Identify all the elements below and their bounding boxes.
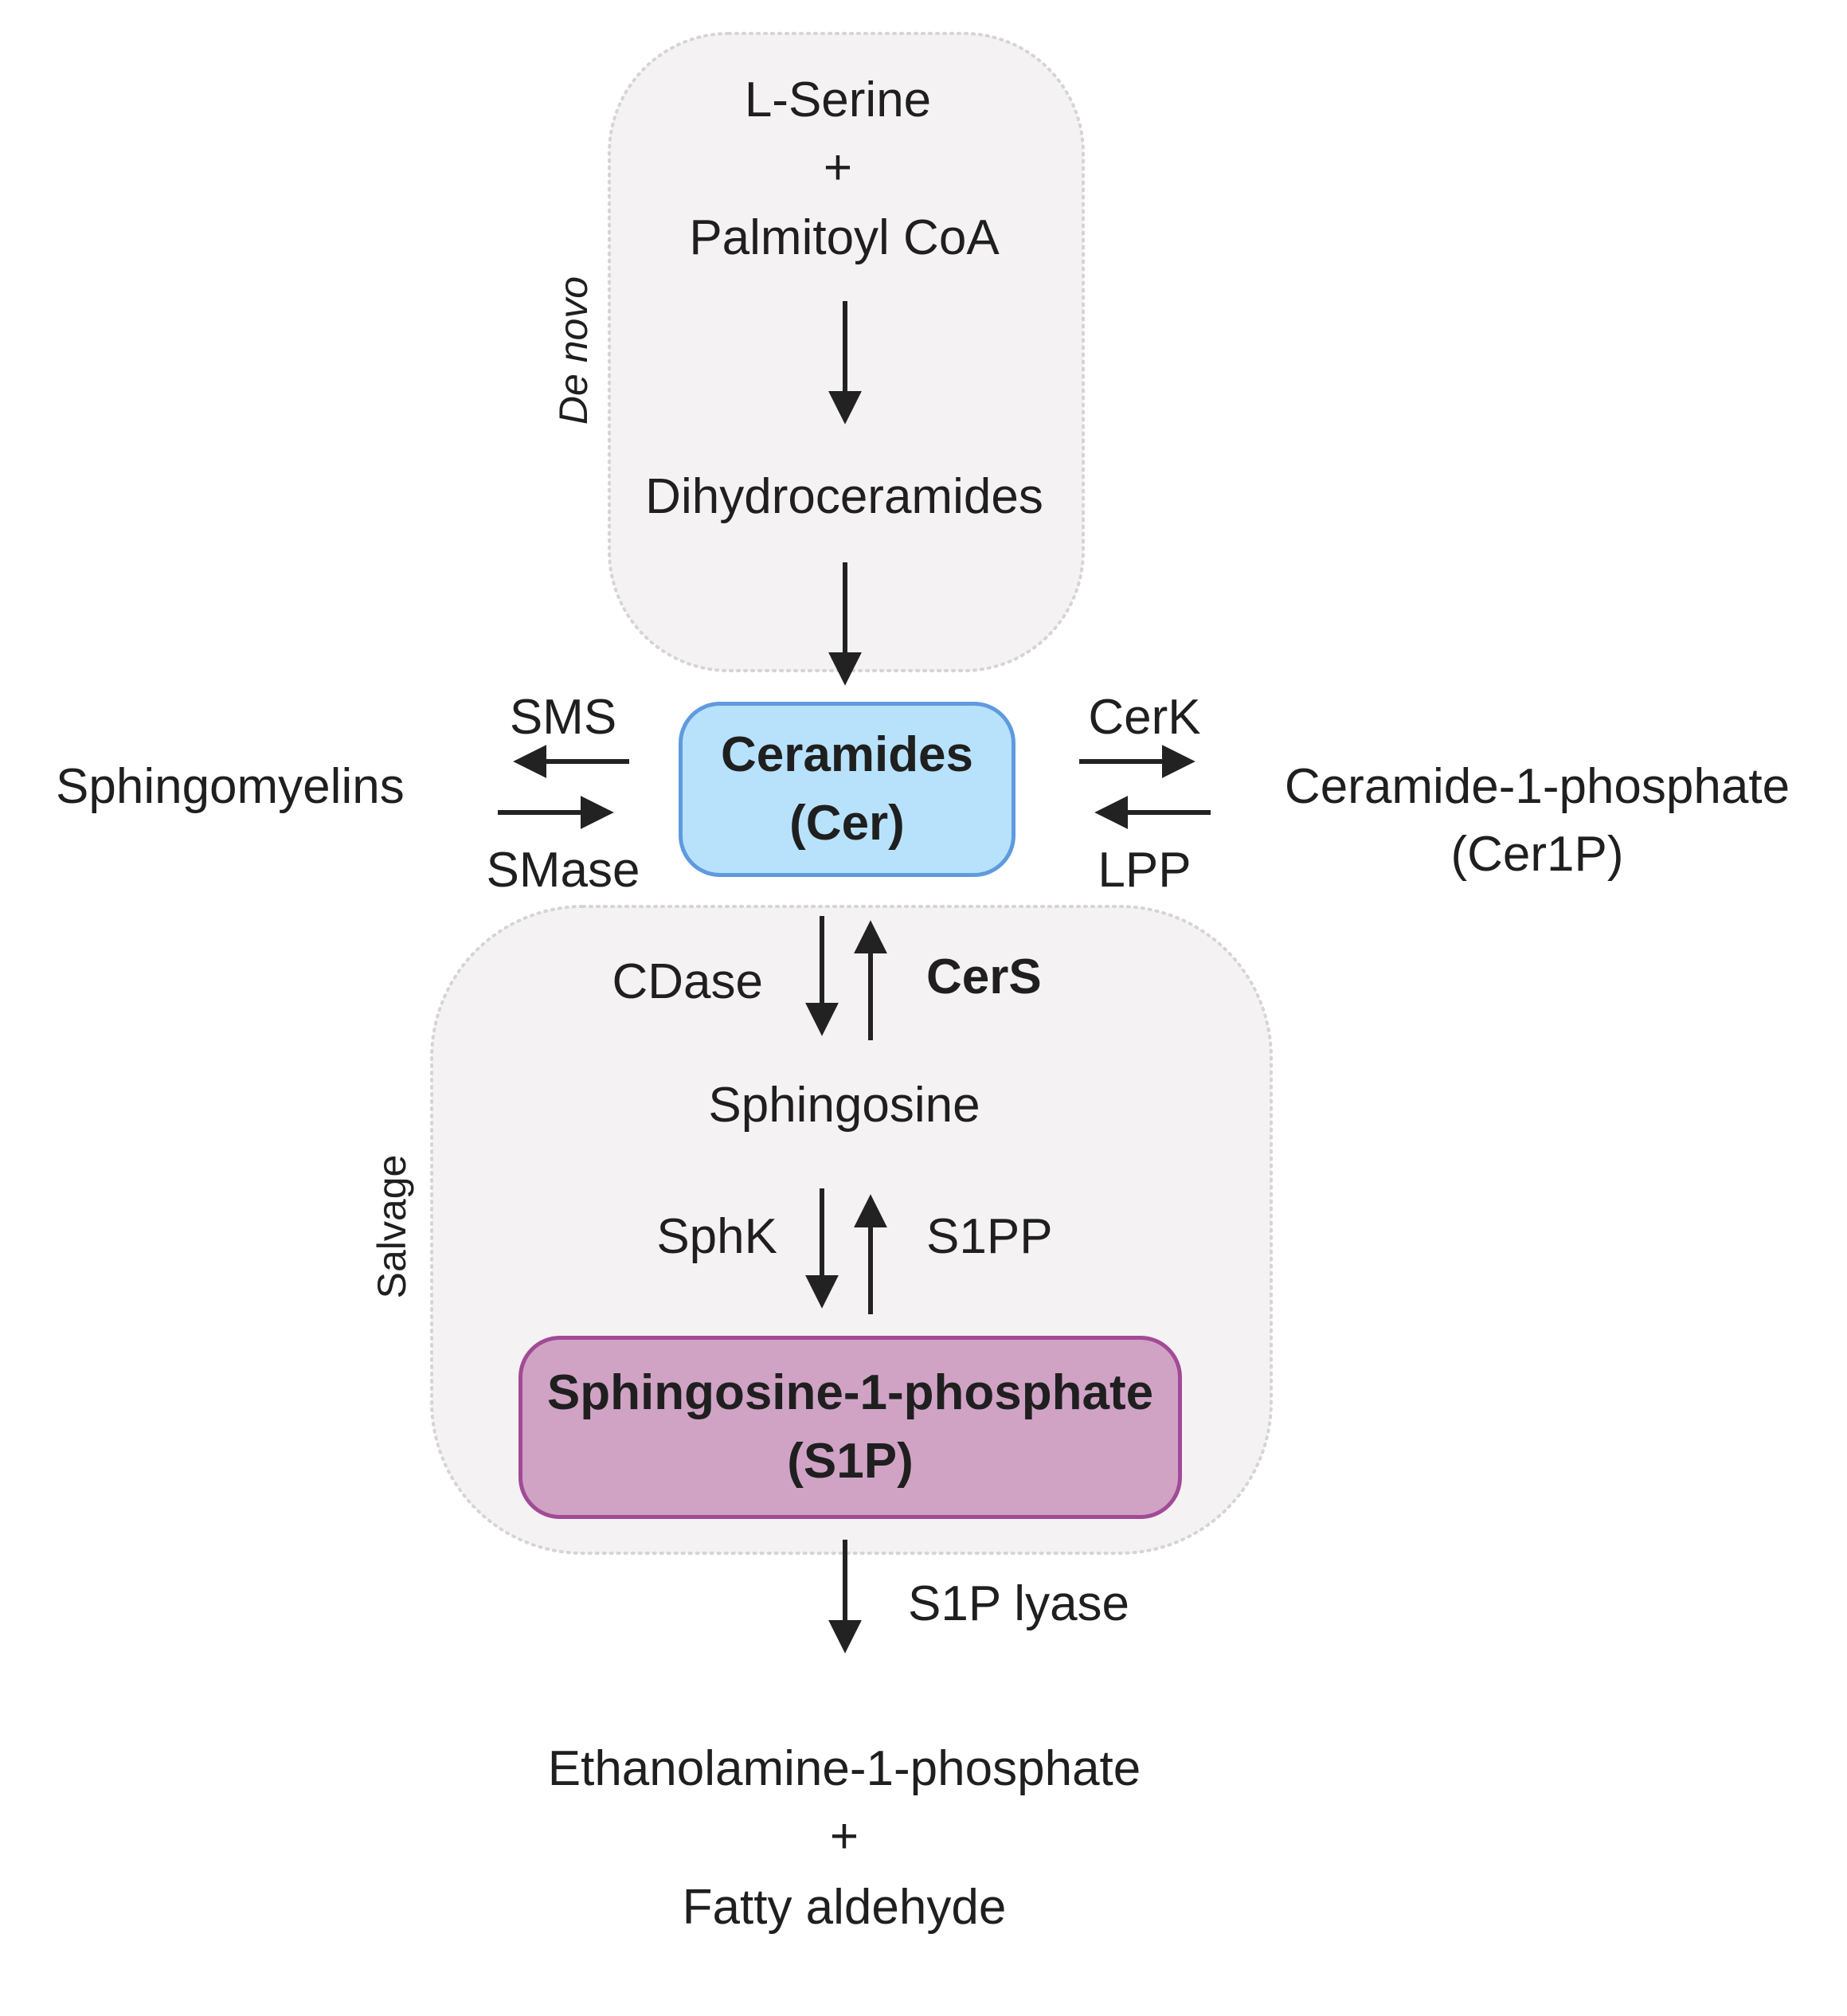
plus-sign-bottom: + [829, 1809, 859, 1864]
enzyme-cdase: CDase [612, 954, 763, 1009]
ceramides-abbrev: (Cer) [789, 796, 905, 851]
sphingosine-label: Sphingosine [708, 1078, 980, 1133]
s1p-title: Sphingosine-1-phosphate [546, 1365, 1154, 1421]
cer1p-abbrev: (Cer1P) [1450, 827, 1624, 882]
dihydroceramides-label: Dihydroceramides [645, 469, 1043, 524]
cer1p-label: Ceramide-1-phosphate [1284, 759, 1790, 814]
s1p-abbrev: (S1P) [787, 1434, 914, 1489]
enzyme-cerk: CerK [1088, 690, 1201, 745]
plus-sign-top: + [823, 140, 853, 195]
palmitoyl-coa-label: Palmitoyl CoA [689, 210, 1000, 265]
enzyme-s1pp: S1PP [926, 1209, 1053, 1264]
salvage-label: Salvage [370, 1154, 414, 1299]
ceramides-title: Ceramides [720, 727, 974, 783]
l-serine-label: L-Serine [744, 72, 932, 127]
enzyme-cers: CerS [926, 949, 1042, 1004]
fatty-aldehyde-label: Fatty aldehyde [682, 1880, 1007, 1935]
enzyme-sms: SMS [509, 690, 617, 745]
enzyme-s1p-lyase: S1P lyase [908, 1576, 1130, 1631]
enzyme-sphk: SphK [656, 1209, 777, 1264]
s1p-node: Sphingosine-1-phosphate (S1P) [518, 1336, 1182, 1519]
de-novo-label: De novo [551, 276, 596, 425]
enzyme-smase: SMase [486, 843, 640, 898]
ceramides-node: Ceramides (Cer) [679, 702, 1015, 877]
enzyme-lpp: LPP [1098, 843, 1192, 898]
ethanolamine-label: Ethanolamine-1-phosphate [547, 1741, 1141, 1796]
sphingomyelins-label: Sphingomyelins [56, 759, 405, 814]
